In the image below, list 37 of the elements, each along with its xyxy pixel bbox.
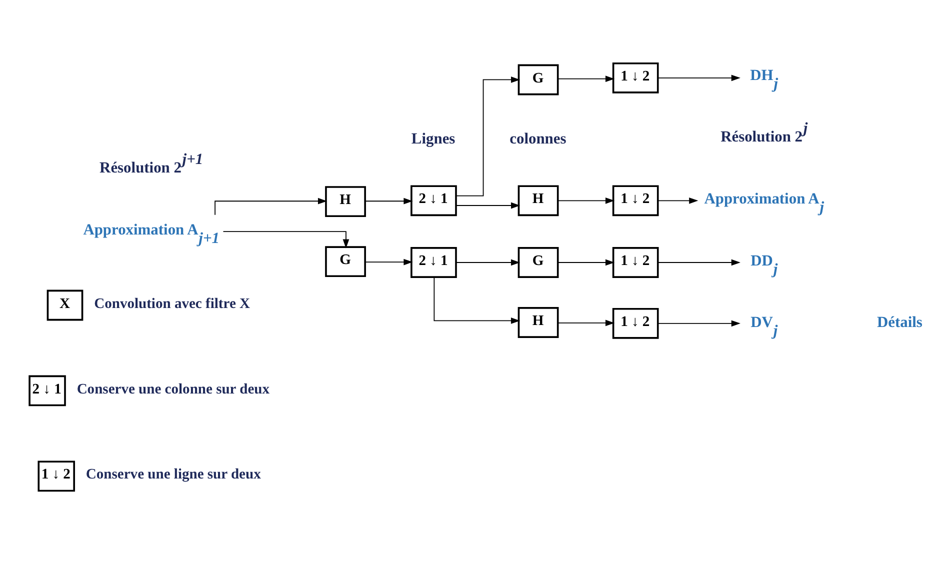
label: Lignes xyxy=(411,130,456,147)
node-box: H xyxy=(325,186,366,217)
arrow xyxy=(657,320,740,326)
arrow xyxy=(558,258,615,266)
arrow xyxy=(456,258,520,266)
arrow xyxy=(657,258,740,266)
arrow xyxy=(657,196,698,204)
arrow xyxy=(434,276,520,324)
node-box: G xyxy=(518,246,559,278)
node-box: 1 ↓ 2 xyxy=(612,307,659,338)
node-box: 1 ↓ 2 xyxy=(612,62,659,93)
arrow xyxy=(558,196,615,204)
node-box: H xyxy=(518,306,559,338)
arrow xyxy=(657,74,740,81)
arrow xyxy=(364,197,413,204)
label: colonnes xyxy=(510,130,566,147)
node-label: Conserve une ligne sur deux xyxy=(86,466,261,482)
node-box: 2 ↓ 1 xyxy=(410,184,457,216)
node-box: G xyxy=(325,246,366,277)
node-box: 2 ↓ 1 xyxy=(410,246,457,278)
arrow xyxy=(558,319,615,326)
label: Détails xyxy=(876,314,922,331)
node-box: 1 ↓ 2 xyxy=(612,184,659,216)
arrow xyxy=(456,76,520,196)
node-box: H xyxy=(518,184,559,216)
node-label: Convolution avec filtre X xyxy=(94,295,250,312)
node-box: 2 ↓ 1 xyxy=(28,374,66,406)
node-box: X xyxy=(46,289,84,320)
arrow xyxy=(456,202,520,208)
node-box: G xyxy=(518,64,559,95)
arrow xyxy=(364,258,413,265)
node-label: Conserve une colonne sur deux xyxy=(76,380,270,397)
arrow xyxy=(214,197,328,215)
arrow xyxy=(558,75,615,82)
node-box: 1 ↓ 2 xyxy=(612,246,659,278)
node-box: 1 ↓ 2 xyxy=(38,460,75,492)
arrow xyxy=(222,230,350,248)
